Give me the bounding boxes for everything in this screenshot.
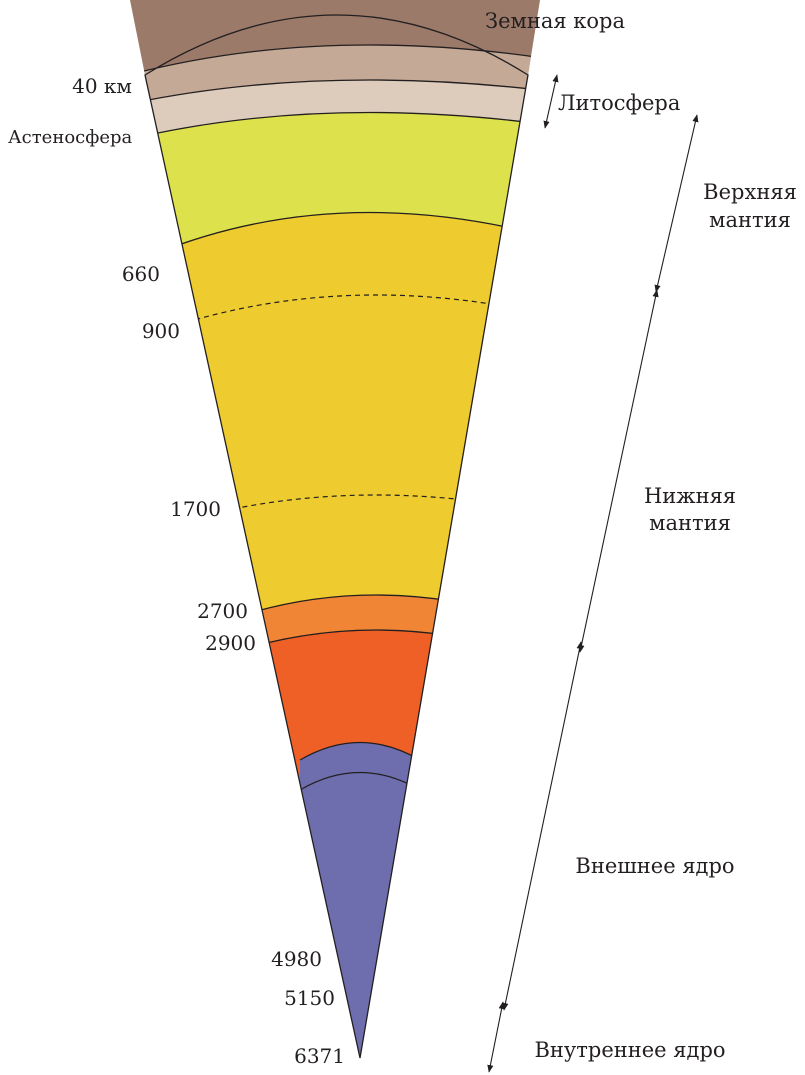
lithosphere-arrow (543, 74, 559, 129)
upper-mantle-label-1: Верхняя (703, 180, 797, 204)
inner-core-arrow (487, 1001, 505, 1073)
depth-2900-label: 2900 (205, 631, 256, 655)
upper-mantle-arrow (654, 114, 699, 293)
crust-label: Земная кора (485, 9, 625, 33)
asthenosphere-label: Астеносфера (8, 127, 133, 148)
lower-mantle-label-1: Нижняя (644, 484, 736, 508)
depth-5150-label: 5150 (284, 986, 335, 1010)
depth-4980-label: 4980 (271, 947, 322, 971)
depth-40-label: 40 км (72, 74, 132, 98)
lithosphere-label: Литосфера (558, 91, 680, 115)
lower-mantle-label-2: мантия (649, 511, 731, 535)
inner-core-label: Внутреннее ядро (534, 1038, 725, 1062)
depth-1700-label: 1700 (170, 497, 221, 521)
depth-660-label: 660 (122, 262, 160, 286)
outer-core-layer (130, 630, 540, 1058)
lower-mantle-arrow (578, 289, 659, 653)
outer-core-arrow (502, 641, 583, 1011)
outer-core-label: Внешнее ядро (575, 854, 734, 878)
wedge-outline (144, 14, 529, 1059)
depth-2700-label: 2700 (197, 599, 248, 623)
depth-900-label: 900 (142, 319, 180, 343)
upper-mantle-label-2: мантия (709, 208, 791, 232)
inner-core-layer (300, 742, 420, 1058)
depth-6371-label: 6371 (294, 1044, 345, 1068)
